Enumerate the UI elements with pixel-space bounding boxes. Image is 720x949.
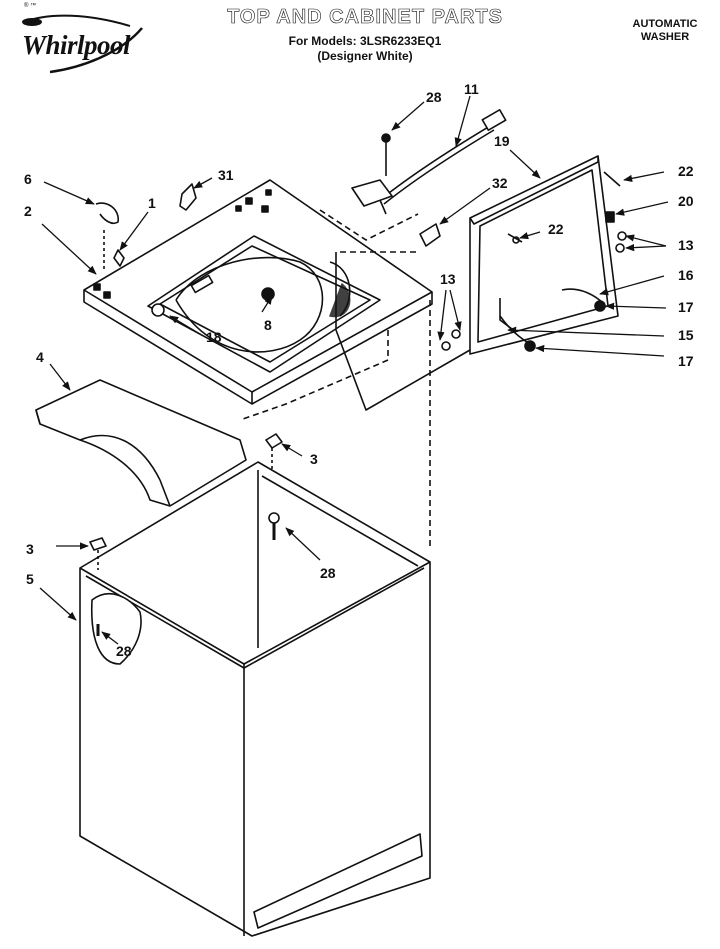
callout-22-bumper: 22 <box>678 163 694 179</box>
callout-28-screw-front: 28 <box>116 643 132 659</box>
washer-cabinet <box>79 461 431 937</box>
model-info: For Models: 3LSR6233EQ1 (Designer White) <box>240 34 490 64</box>
brand-name: Whirlpool <box>22 30 131 60</box>
callout-4-shield: 4 <box>36 349 44 365</box>
logo-swoosh-icon <box>22 14 143 74</box>
callout-8-screw: 8 <box>264 317 272 333</box>
callout-2-part: 2 <box>24 203 32 219</box>
page-title: TOP AND CABINET PARTS <box>227 6 503 29</box>
callout-13-screws-lower: 13 <box>440 271 456 287</box>
product-type: AUTOMATIC WASHER <box>620 18 710 44</box>
callout-3-clip: 3 <box>310 451 318 467</box>
callout-16-part: 16 <box>678 267 694 283</box>
callout-13-screws: 13 <box>678 237 694 253</box>
callout-22-bumper-inner: 22 <box>548 221 564 237</box>
lint-shield <box>35 379 247 507</box>
whirlpool-logo: Whirlpool <box>10 8 150 78</box>
callout-17-part: 17 <box>678 299 694 315</box>
callout-3-clip-left: 3 <box>26 541 34 557</box>
washer-top-panel <box>83 179 433 405</box>
callout-5-cabinet: 5 <box>26 571 34 587</box>
callout-15-hinge: 15 <box>678 327 694 343</box>
callout-28-screw: 28 <box>426 89 442 105</box>
callout-19-lid: 19 <box>494 133 510 149</box>
leader-lines <box>39 95 669 645</box>
callout-28-screw-cabinet: 28 <box>320 565 336 581</box>
washer-lid <box>441 155 627 355</box>
product-line-2: WASHER <box>640 31 690 43</box>
clip-part <box>95 202 119 225</box>
callout-20-part: 20 <box>678 193 694 209</box>
callout-32-part: 32 <box>492 175 508 191</box>
callout-6-clip: 6 <box>24 171 32 187</box>
callout-31-part: 31 <box>218 167 234 183</box>
model-number: For Models: 3LSR6233EQ1 <box>288 34 442 48</box>
callout-11-harness: 11 <box>464 81 479 97</box>
wire-harness <box>351 109 507 215</box>
product-line-1: AUTOMATIC <box>632 18 698 30</box>
model-color: (Designer White) <box>317 49 413 63</box>
hidden-lines <box>239 209 431 550</box>
trademark-mark: ® ™ <box>24 3 37 9</box>
callout-1-part: 1 <box>148 195 156 211</box>
callout-17-part-lower: 17 <box>678 353 694 369</box>
callout-18-part: 18 <box>206 329 222 345</box>
